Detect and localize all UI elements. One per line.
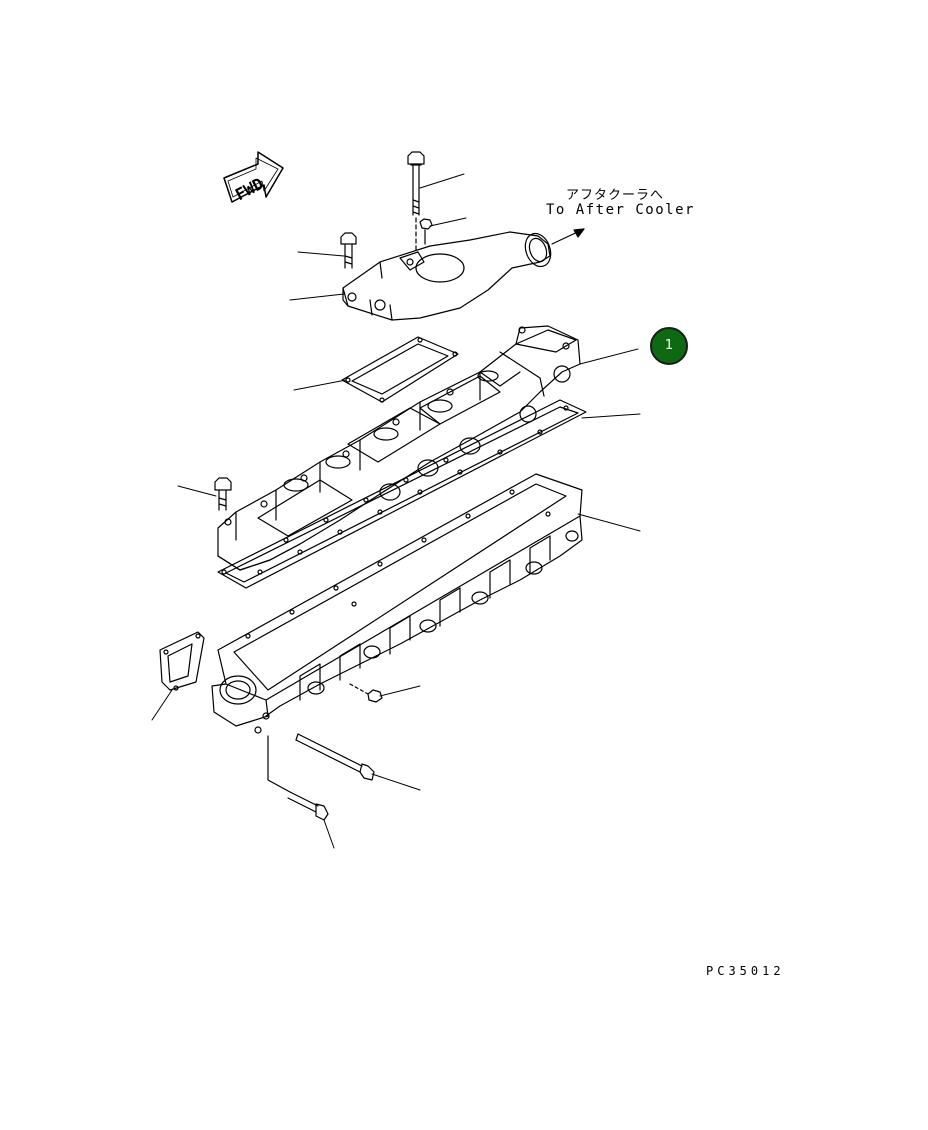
after-cooler-label-english: To After Cooler bbox=[546, 202, 695, 218]
callout-badge[interactable]: 1 bbox=[650, 327, 688, 365]
bolt-small bbox=[349, 683, 383, 703]
long-bolt-top bbox=[407, 151, 425, 251]
callout-number: 1 bbox=[664, 338, 674, 353]
after-cooler-label-japanese: アフタクーラへ bbox=[566, 188, 665, 203]
fwd-arrow-icon: FWD bbox=[223, 151, 284, 204]
long-bolt-diagonal bbox=[295, 733, 375, 781]
after-cooler-arrow bbox=[551, 228, 585, 245]
nut bbox=[419, 218, 433, 245]
bolt-cover-left bbox=[214, 477, 232, 511]
elbow-connector bbox=[342, 231, 552, 321]
manifold-body bbox=[211, 473, 583, 734]
cover-gasket bbox=[341, 336, 459, 403]
leader-lines bbox=[151, 173, 641, 849]
drawing-code: PC35012 bbox=[706, 964, 785, 978]
bolt-lower bbox=[267, 735, 329, 821]
manifold-gasket bbox=[217, 399, 587, 589]
bolt-elbow-left bbox=[340, 232, 357, 269]
side-gasket bbox=[159, 631, 205, 691]
manifold-cover bbox=[217, 325, 581, 571]
